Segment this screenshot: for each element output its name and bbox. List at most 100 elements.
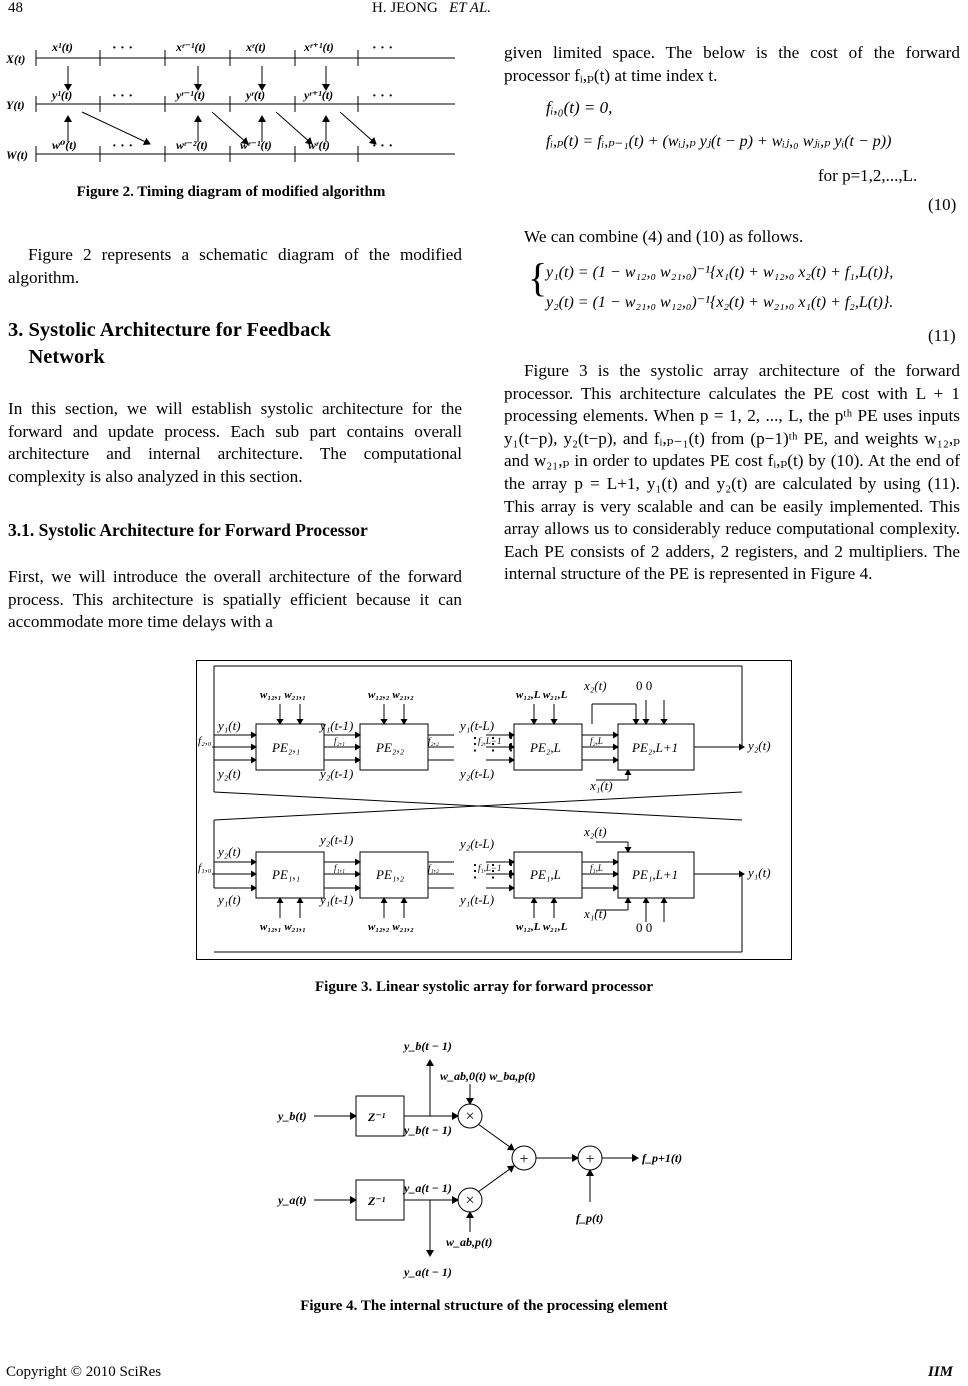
section-3-heading: 3. Systolic Architecture for Feedback Ne… <box>8 317 462 371</box>
fig3-top-output: y₂(t) <box>746 738 771 753</box>
running-header: H. JEONG ET AL. <box>372 0 491 17</box>
equation-10-line-2: fᵢ,ₚ(t) = fᵢ,ₚ₋₁(t) + (wᵢⱼ,ₚ yⱼ(t − p) +… <box>546 133 892 150</box>
right-paragraph-2: We can combine (4) and (10) as follows. <box>524 227 804 246</box>
fig2-dots: · · · <box>372 41 393 56</box>
section-3-number: 3 <box>8 319 19 341</box>
fig3-bottom-y2: y₂(t) <box>216 844 241 859</box>
equation-11-line-2: y₂(t) = (1 − w₂₁,₀ w₁₂,₀)⁻¹{x₂(t) + w₂₁,… <box>546 294 894 311</box>
fig3-top-pe: PE₂,L <box>529 740 561 755</box>
figure-3-caption: Figure 3. Linear systolic array for forw… <box>315 979 653 995</box>
subsection-3-1-heading: 3.1. Systolic Architecture for Forward P… <box>8 520 368 540</box>
fig4-yb-delayed-out: y_b(t − 1) <box>402 1039 452 1053</box>
fig3-bottom-pe: PE₁,₁ <box>271 867 300 882</box>
fig3-top-f: f₂,₁ <box>334 736 345 746</box>
fig3-bottom-y2: y₂(t-1) <box>318 832 353 847</box>
page-number: 48 <box>8 0 23 16</box>
fig2-dots: · · · <box>372 89 393 104</box>
fig2-dots: · · · <box>112 89 133 104</box>
fig3-bottom-x2: x₂(t) <box>583 824 607 839</box>
fig4-weight-top: w_ab,0(t) w_ba,p(t) <box>440 1069 536 1083</box>
figure-2-timing-diagram: X(t) Y(t) W(t) x¹(t) xʳ⁻¹(t) xʳ(t) xʳ⁺¹(… <box>5 40 455 162</box>
fig4-yb-delayed: y_b(t − 1) <box>402 1123 452 1137</box>
fig3-top-pe: PE₂,L+1 <box>631 740 678 755</box>
fig3-top-y1: y₁(t-1) <box>318 718 353 733</box>
fig2-y-cell: y¹(t) <box>50 88 72 102</box>
figure-4-processing-element: × × + + Z⁻¹ Z⁻¹ y_b(t) y_a(t) y_b(t − 1)… <box>276 1039 682 1279</box>
fig2-x-cell: x¹(t) <box>51 40 73 54</box>
fig3-top-y2: y₂(t-1) <box>318 766 353 781</box>
fig3-bottom-x1: x₁(t) <box>583 906 607 921</box>
fig3-bottom-f: f₁,₀ <box>198 862 212 874</box>
fig4-multiplier-top: × <box>465 1108 474 1125</box>
fig2-w-cell: w⁰(t) <box>52 138 77 152</box>
fig4-adder-2: + <box>585 1151 594 1168</box>
equation-11-line-1: y₁(t) = (1 − w₁₂,₀ w₂₁,₀)⁻¹{x₁(t) + w₁₂,… <box>546 264 894 281</box>
fig2-dots: · · · <box>112 41 133 56</box>
fig4-multiplier-bottom: × <box>465 1192 474 1209</box>
fig2-y-cell: yʳ⁺¹(t) <box>302 88 333 102</box>
fig3-bottom-y1: y₁(t-L) <box>458 892 494 907</box>
fig3-bottom-y1: y₁(t-1) <box>318 892 353 907</box>
fig2-w-cell: wʳ(t) <box>308 138 330 152</box>
fig3-bottom-pe: PE₁,L <box>529 867 561 882</box>
left-paragraph-3: First, we will introduce the overall arc… <box>8 567 462 632</box>
fig3-top-f: f₂,₀ <box>198 735 212 747</box>
fig3-top-x2: x₂(t) <box>583 678 607 693</box>
equation-11-brace: { <box>528 255 548 300</box>
fig2-x-cell: xʳ⁺¹(t) <box>303 40 334 54</box>
fig3-top-pe: PE₂,₁ <box>271 740 300 755</box>
fig2-x-cell: xʳ(t) <box>245 40 266 54</box>
fig3-top-pe: PE₂,₂ <box>375 740 405 755</box>
fig3-top-y2: y₂(t-L) <box>458 766 494 781</box>
header-authors: H. JEONG <box>372 0 438 16</box>
fig4-adder-1: + <box>519 1151 528 1168</box>
fig4-weight-bottom: w_ab,p(t) <box>446 1235 492 1249</box>
fig4-ya-input: y_a(t) <box>276 1193 307 1207</box>
figure-3-systolic-array: ⋮⋮⋮ ⋮⋮⋮ PE₂,₁ PE₂,₂ PE₂,L PE₂,L+1 w₁₂,₁ … <box>196 660 792 960</box>
fig3-top-zeros: 0 0 <box>636 678 652 693</box>
fig2-x-cell: xʳ⁻¹(t) <box>175 40 206 54</box>
fig3-bottom-zeros: 0 0 <box>636 920 652 935</box>
equation-10-line-1: fᵢ,₀(t) = 0, <box>546 98 613 117</box>
footer-copyright: Copyright © 2010 SciRes <box>6 1364 162 1380</box>
fig3-top-f: f₂,L−1 <box>478 736 501 746</box>
equation-10-range: for p=1,2,...,L. <box>818 166 918 185</box>
footer-journal: IIM <box>928 1364 954 1380</box>
fig4-delay-top: Z⁻¹ <box>367 1110 386 1124</box>
fig2-y-cell: yʳ⁻¹(t) <box>174 88 205 102</box>
section-3-title: Systolic Architecture for Feedback Netwo… <box>28 319 331 368</box>
fig3-bottom-y2: y₂(t-L) <box>458 836 494 851</box>
fig3-bottom-pe: PE₁,₂ <box>375 867 405 882</box>
fig4-ya-delayed-out: y_a(t − 1) <box>402 1265 452 1279</box>
fig2-dots: · · · <box>372 139 393 154</box>
fig3-top-f: f₂,₂ <box>428 736 439 746</box>
fig2-row-w: W(t) <box>6 148 28 162</box>
fig4-ya-delayed: y_a(t − 1) <box>402 1181 452 1195</box>
fig4-fp-input: f_p(t) <box>576 1211 603 1225</box>
fig3-top-y1: y₁(t-L) <box>458 718 494 733</box>
left-paragraph-1: Figure 2 represents a schematic diagram … <box>8 245 462 287</box>
fig3-bottom-weights: w₁₂,₁ w₂₁,₁ <box>260 921 306 933</box>
fig3-bottom-f: f₁,₁ <box>334 863 345 873</box>
fig3-bottom-y1: y₁(t) <box>216 892 241 907</box>
fig3-bottom-f: f₁,L−1 <box>478 863 501 873</box>
fig2-y-cell: yʳ(t) <box>244 88 265 102</box>
equation-10-number: (10) <box>928 195 957 214</box>
fig3-bottom-weights: w₁₂,L w₂₁,L <box>516 921 568 933</box>
fig2-w-cell: wʳ⁻¹(t) <box>240 138 272 152</box>
fig3-bottom-pe: PE₁,L+1 <box>631 867 678 882</box>
fig3-top-weights: w₁₂,L w₂₁,L <box>516 689 568 701</box>
fig4-yb-input: y_b(t) <box>276 1109 307 1123</box>
right-paragraph-3: Figure 3 is the systolic array architect… <box>504 361 960 584</box>
figure-2-caption: Figure 2. Timing diagram of modified alg… <box>76 184 386 200</box>
fig3-top-y1: y₁(t) <box>216 718 241 733</box>
svg-text:⋮⋮⋮: ⋮⋮⋮ <box>466 861 520 881</box>
fig4-fp1-output: f_p+1(t) <box>642 1151 682 1165</box>
fig3-top-weights: w₁₂,₂ w₂₁,₂ <box>368 689 414 701</box>
fig3-bottom-output: y₁(t) <box>746 865 771 880</box>
fig3-bottom-weights: w₁₂,₂ w₂₁,₂ <box>368 921 414 933</box>
fig3-top-y2: y₂(t) <box>216 766 241 781</box>
fig2-row-y: Y(t) <box>6 98 25 112</box>
svg-text:⋮⋮⋮: ⋮⋮⋮ <box>466 734 520 754</box>
fig3-top-x1: x₁(t) <box>589 778 613 793</box>
